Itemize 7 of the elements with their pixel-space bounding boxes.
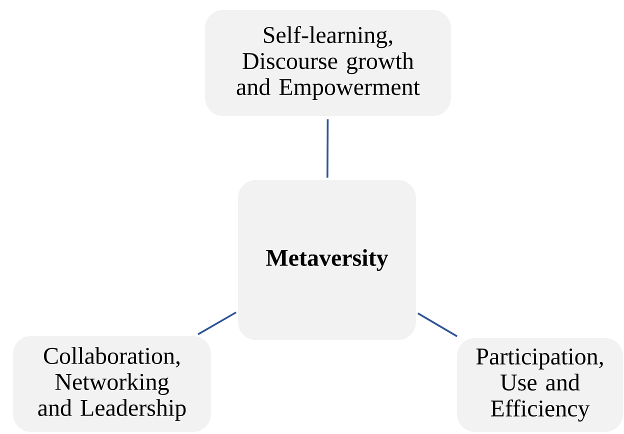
topic-box: Collaboration, Networking and Leadership: [13, 336, 211, 432]
center-box: Metaversity: [238, 180, 416, 340]
topic-box: Participation, Use and Efficiency: [457, 338, 623, 432]
connector-line: [198, 312, 237, 336]
connector-line: [417, 312, 458, 338]
connector-line: [326, 119, 329, 178]
topic-box: Self-learning, Discourse growth and Empowerment: [205, 10, 451, 116]
